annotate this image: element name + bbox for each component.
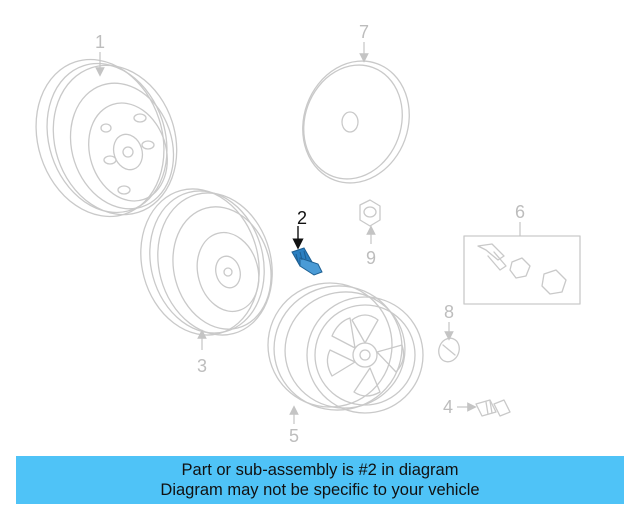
callout-4[interactable]: 4 <box>443 397 453 417</box>
lug-nut-part-9[interactable] <box>359 199 381 227</box>
wheel-part-5[interactable] <box>258 273 432 422</box>
callout-9[interactable]: 9 <box>366 248 376 268</box>
wheel-part-1[interactable] <box>16 43 195 233</box>
callout-6[interactable]: 6 <box>515 202 525 222</box>
valve-part-4[interactable] <box>475 399 511 417</box>
banner-line-2: Diagram may not be specific to your vehi… <box>160 481 480 499</box>
valve-stem-part-2[interactable] <box>291 247 323 276</box>
callout-7[interactable]: 7 <box>359 22 369 42</box>
parts-diagram: 1 3 5 7 9 <box>16 22 581 446</box>
wheel-part-3[interactable] <box>125 176 288 349</box>
callout-1[interactable]: 1 <box>95 32 105 52</box>
info-banner: Part or sub-assembly is #2 in diagram Di… <box>16 456 624 504</box>
callout-3[interactable]: 3 <box>197 356 207 376</box>
callout-8[interactable]: 8 <box>444 302 454 322</box>
callout-5[interactable]: 5 <box>289 426 299 446</box>
hub-cap-part-7[interactable] <box>286 46 426 198</box>
kit-part-6[interactable] <box>463 235 581 305</box>
banner-line-1: Part or sub-assembly is #2 in diagram <box>181 461 459 479</box>
callout-2[interactable]: 2 <box>297 208 307 228</box>
balance-weight-part-8[interactable] <box>435 335 462 364</box>
